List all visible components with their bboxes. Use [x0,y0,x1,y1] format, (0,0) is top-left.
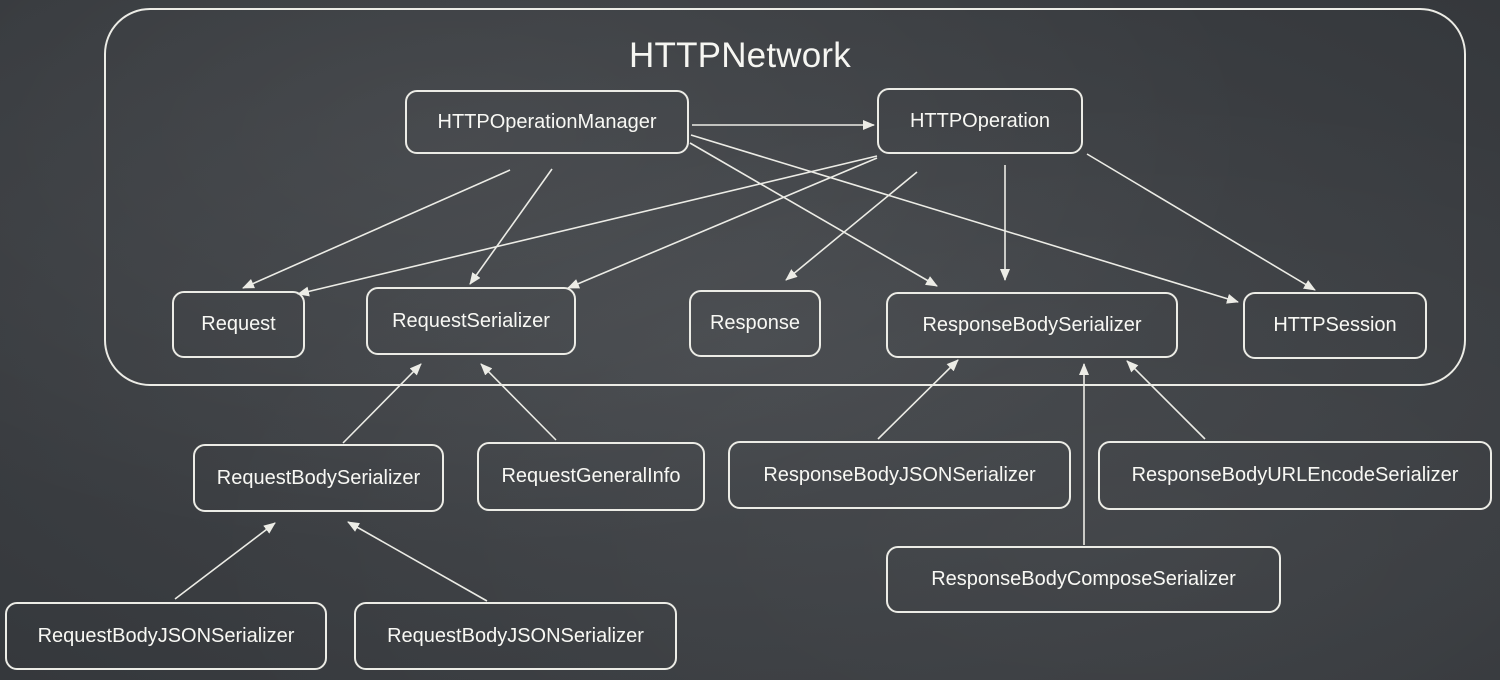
node-http-operation-manager: HTTPOperationManager [405,90,689,154]
arrow-url-encode-to-response-body-serializer [1126,360,1206,440]
node-request-serializer: RequestSerializer [366,287,576,355]
httpnetwork-module-frame: HTTPNetwork [104,8,1466,386]
arrow-operation-to-http-session [1086,153,1316,291]
node-request-general-info: RequestGeneralInfo [477,442,705,511]
arrow-operation-to-request-serializer [567,157,878,289]
node-request-body-json-serializer-left: RequestBodyJSONSerializer [5,602,327,670]
node-request: Request [172,291,305,358]
arrow-json-a-to-request-body-serializer [174,522,276,600]
arrow-manager-to-request-serializer [469,168,553,285]
arrow-request-body-serializer-to-request-serializer [342,363,422,444]
arrow-manager-to-http-session [690,134,1239,304]
node-http-operation: HTTPOperation [877,88,1083,154]
node-http-session: HTTPSession [1243,292,1427,359]
module-title: HTTPNetwork [629,36,851,75]
arrow-json-response-to-response-body-serializer [877,359,959,440]
node-response-body-compose-serializer: ResponseBodyComposeSerializer [886,546,1281,613]
arrow-manager-to-request [242,169,511,289]
node-response-body-serializer: ResponseBodySerializer [886,292,1178,358]
node-response-body-json-serializer: ResponseBodyJSONSerializer [728,441,1071,509]
arrow-json-b-to-request-body-serializer [347,521,488,602]
arrow-operation-to-request [297,155,878,297]
node-request-body-json-serializer-right: RequestBodyJSONSerializer [354,602,677,670]
node-response-body-url-encode-serializer: ResponseBodyURLEncodeSerializer [1098,441,1492,510]
arrow-manager-to-response-body-serializer [689,142,938,287]
arrow-operation-to-response [785,171,918,281]
arrow-request-general-info-to-request-serializer [480,363,557,441]
node-response: Response [689,290,821,357]
node-request-body-serializer: RequestBodySerializer [193,444,444,512]
